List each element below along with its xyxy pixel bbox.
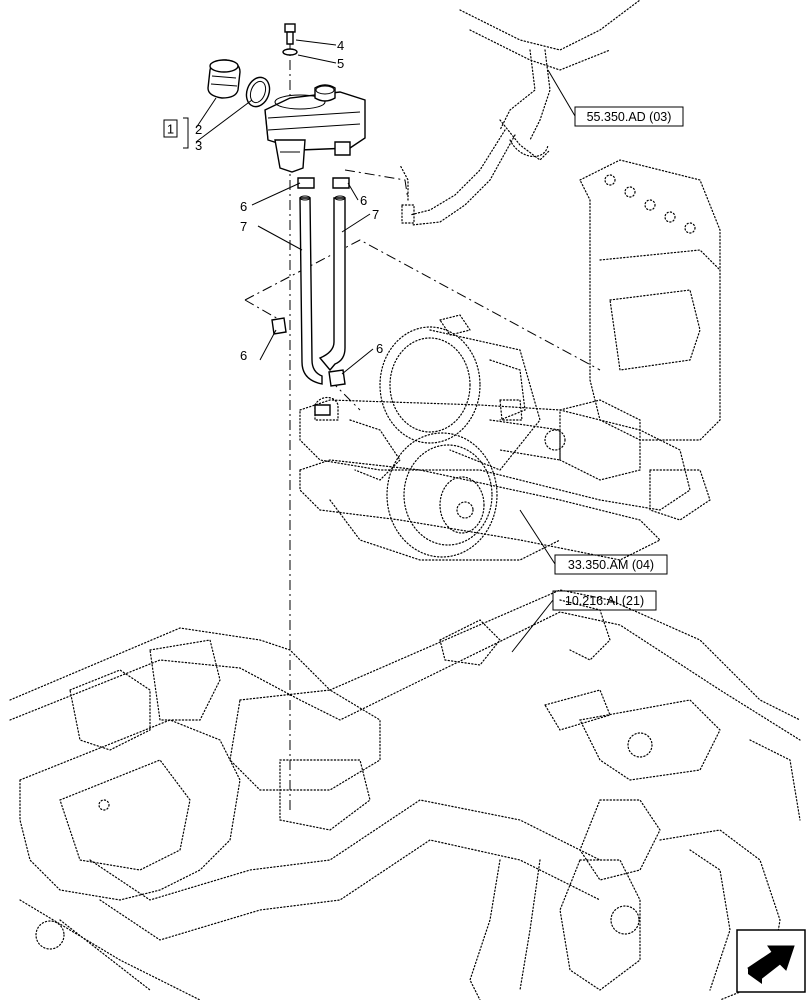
cap [207, 59, 241, 99]
callout-6-lower-right: 6 [376, 341, 383, 356]
callout-3: 3 [195, 138, 202, 153]
direction-arrow-icon [736, 929, 806, 993]
callout-6-right: 6 [360, 193, 367, 208]
callout-6-lower-left: 6 [240, 348, 247, 363]
leader-lines [183, 39, 576, 653]
reference-boxes: 55.350.AD (03) 33.350.AM (04) 10.216.AI … [552, 106, 684, 611]
hose-clamps [271, 177, 350, 416]
callout-7-right: 7 [372, 207, 379, 222]
callout-7-left: 7 [240, 219, 247, 234]
ref-box-wiring [574, 106, 684, 127]
seal-ring [245, 76, 271, 108]
hoses [299, 195, 346, 385]
ref-frame: 10.216.AI (21) [565, 594, 644, 608]
ref-box-compressor [554, 554, 668, 575]
callout-5: 5 [337, 56, 344, 71]
ref-box-frame [552, 590, 657, 611]
ref-wiring: 55.350.AD (03) [587, 110, 672, 124]
callout-2: 2 [195, 122, 202, 137]
reservoir-tank [264, 84, 366, 173]
callout-box-1 [163, 119, 178, 138]
callout-6-left: 6 [240, 199, 247, 214]
chassis-frame [9, 589, 801, 1000]
washer [282, 48, 298, 56]
callout-labels: 1 2 3 4 5 6 6 7 7 6 6 [163, 38, 383, 363]
bolt [284, 23, 296, 45]
ac-compressor [314, 314, 566, 558]
ref-compressor: 33.350.AM (04) [568, 558, 654, 572]
callout-4: 4 [337, 38, 344, 53]
callout-1: 1 [167, 122, 174, 137]
mounting-bracket [299, 159, 721, 561]
wiring-harness [399, 0, 641, 226]
